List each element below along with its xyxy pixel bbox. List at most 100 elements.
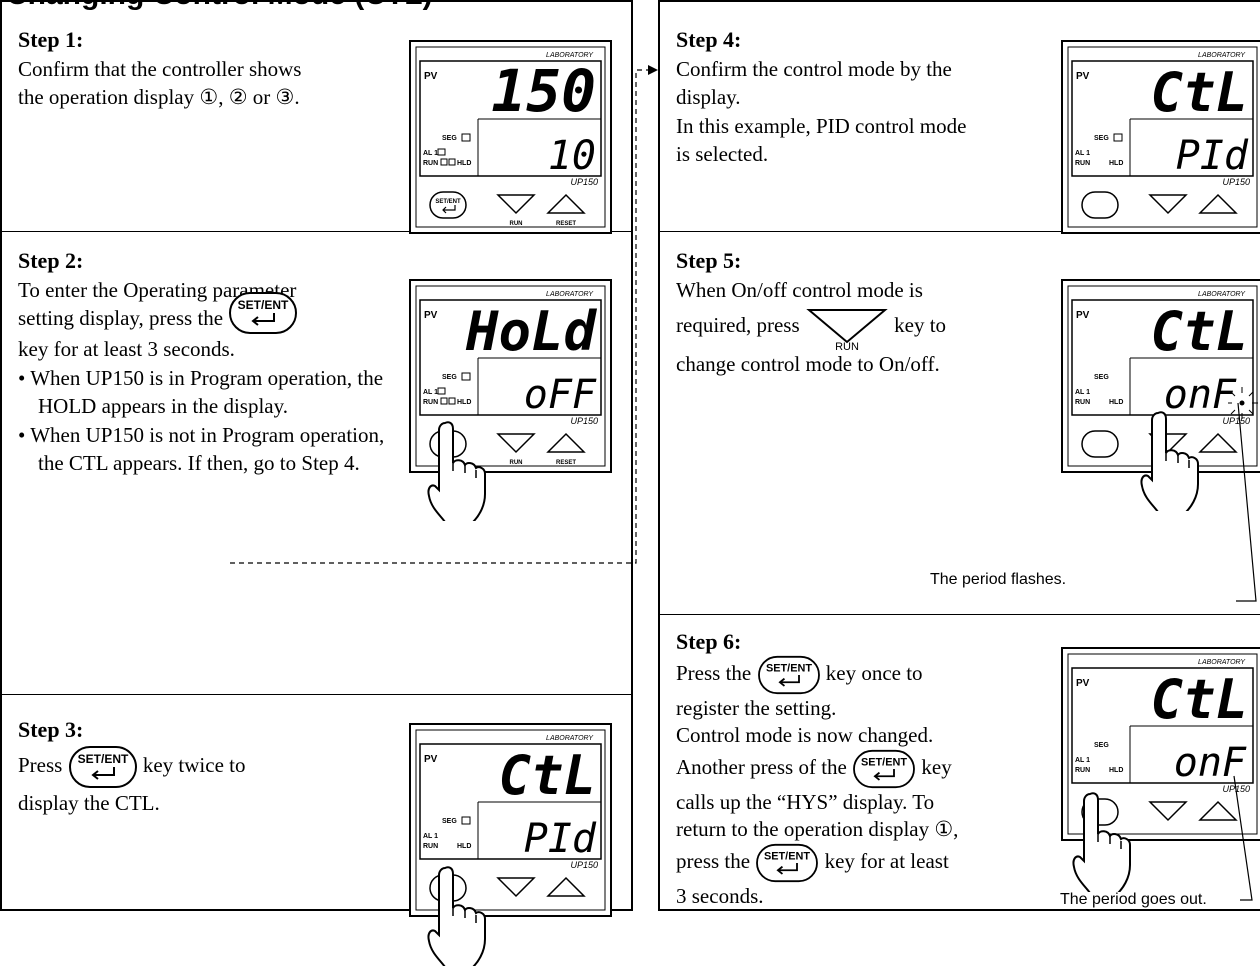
run-label: RUN	[423, 160, 438, 167]
step-1-heading: Step 1:	[18, 27, 84, 52]
step-3-line: display the CTL.	[18, 790, 160, 815]
controller-device: LABORATORY PV 150 10 SEG AL 1 RUN HLD UP…	[409, 40, 612, 234]
display-top: CtL	[498, 744, 596, 807]
reset-key-label: RESET	[556, 221, 576, 227]
step-5-heading: Step 5:	[676, 248, 742, 273]
set-ent-key-icon	[852, 749, 916, 789]
period-goes-out-note: The period goes out.	[1060, 891, 1207, 908]
step-6-panel: Step 6: Press the key once to register t…	[660, 614, 1260, 913]
seg-label: SEG	[442, 135, 457, 142]
right-column: Step 4: Confirm the control mode by the …	[658, 0, 1260, 911]
step-1-panel: Step 1: Confirm that the controller show…	[2, 2, 631, 234]
seg-label: SEG	[442, 818, 457, 825]
step-2-bullet: • When UP150 is in Program operation, th…	[18, 365, 384, 419]
hld-label: HLD	[1109, 767, 1123, 774]
pressing-hand-icon	[1072, 792, 1132, 892]
step-6-line: return to the operation display ①,	[676, 817, 959, 841]
reset-key[interactable]	[546, 193, 586, 214]
step-6-line: press the	[676, 848, 751, 873]
brand-label: LABORATORY	[546, 291, 594, 298]
reset-key[interactable]	[1198, 193, 1238, 214]
step-2-line: setting display, press the	[18, 306, 224, 330]
step-5-line: change control mode to On/off.	[676, 352, 940, 376]
step-3-panel: Step 3: Press key twice to display the C…	[2, 694, 631, 913]
step-4-line: is selected.	[676, 142, 769, 166]
left-column: Step 1: Confirm that the controller show…	[0, 0, 633, 911]
controller-device: LABORATORY PV CtL PId SEG AL 1 RUN HLD U…	[409, 723, 612, 917]
pv-label: PV	[424, 754, 438, 765]
step-4-line: In this example, PID control mode	[676, 113, 967, 138]
hld-label: HLD	[457, 843, 471, 850]
reset-key[interactable]	[1198, 800, 1238, 821]
step-3-line: key twice to	[142, 752, 246, 777]
al1-label: AL 1	[423, 389, 438, 396]
step-6-line: key	[921, 754, 952, 779]
hld-label: HLD	[457, 399, 471, 406]
display-top: CtL	[1150, 668, 1248, 731]
seg-label: SEG	[1094, 742, 1109, 749]
display-bottom: 10	[548, 133, 596, 179]
reset-key[interactable]	[546, 432, 586, 453]
controller-device: LABORATORY PV CtL onF SEG AL 1 RUN HLD U…	[1061, 647, 1260, 841]
model-label: UP150	[570, 416, 598, 426]
step-3-heading: Step 3:	[18, 717, 84, 742]
reset-key[interactable]	[546, 876, 586, 897]
reset-key[interactable]	[1198, 432, 1238, 453]
set-ent-key[interactable]	[1081, 430, 1119, 458]
pv-label: PV	[424, 310, 438, 321]
step-2-heading: Step 2:	[18, 248, 84, 273]
flashing-period	[1239, 400, 1245, 406]
step-3-text: Step 3: Press key twice to display the C…	[18, 716, 245, 817]
step-2-bullet: • When UP150 is not in Program operation…	[18, 422, 385, 476]
al1-label: AL 1	[1075, 757, 1090, 764]
step-2-text: Step 2: To enter the Operating parameter…	[18, 247, 398, 478]
step-1-text: Step 1: Confirm that the controller show…	[18, 26, 301, 112]
step-6-line: key for at least	[824, 848, 949, 873]
model-label: UP150	[570, 860, 598, 870]
callout-line	[1233, 775, 1253, 901]
step-4-panel: Step 4: Confirm the control mode by the …	[660, 2, 1260, 234]
display-bottom: oFF	[524, 372, 597, 418]
display-top: 150	[491, 57, 596, 125]
controller-device: LABORATORY PV CtL PId SEG AL 1 RUN HLD U…	[1061, 40, 1260, 234]
step-4-text: Step 4: Confirm the control mode by the …	[676, 26, 966, 169]
run-label: RUN	[423, 399, 438, 406]
display-top: CtL	[1150, 61, 1248, 124]
hld-label: HLD	[1109, 160, 1123, 167]
seg-label: SEG	[1094, 374, 1109, 381]
run-key[interactable]	[1148, 194, 1188, 215]
page-title: Changing Control Mode (CTL)	[6, 0, 433, 12]
step-4-heading: Step 4:	[676, 27, 742, 52]
step-6-line: 3 seconds.	[676, 884, 764, 908]
step-5-line: When On/off control mode is	[676, 277, 923, 302]
step-6-text: Step 6: Press the key once to register t…	[676, 628, 1076, 910]
reset-key-label: RESET	[556, 460, 576, 466]
controller-device: LABORATORY PV HoLd oFF SEG AL 1 RUN HLD …	[409, 279, 612, 473]
run-key-label: RUN	[835, 341, 859, 350]
seg-label: SEG	[1094, 135, 1109, 142]
set-ent-key[interactable]	[429, 191, 467, 219]
step-2-panel: Step 2: To enter the Operating parameter…	[2, 231, 631, 695]
period-flashes-note: The period flashes.	[930, 571, 1067, 588]
step-6-line: Press the	[676, 660, 752, 685]
set-ent-key[interactable]	[1081, 191, 1119, 219]
display-bottom: PId	[524, 816, 597, 862]
step-6-heading: Step 6:	[676, 629, 742, 654]
run-label: RUN	[1075, 160, 1090, 167]
set-ent-key-icon	[757, 655, 821, 695]
display-top: HoLd	[465, 300, 598, 363]
display-bottom: PId	[1176, 133, 1249, 179]
display-bottom: onF	[1164, 372, 1237, 418]
step-1-line: the operation display ①, ② or ③.	[18, 85, 300, 109]
run-key[interactable]	[496, 877, 536, 898]
set-ent-key-icon	[755, 843, 819, 883]
hld-label: HLD	[457, 160, 471, 167]
pv-label: PV	[1076, 678, 1090, 689]
run-key[interactable]	[496, 194, 536, 215]
run-key[interactable]	[496, 433, 536, 454]
run-key[interactable]	[1148, 801, 1188, 822]
al1-label: AL 1	[423, 833, 438, 840]
step-5-line: key to	[894, 312, 947, 337]
run-key-label: RUN	[510, 221, 523, 227]
pv-label: PV	[1076, 310, 1090, 321]
